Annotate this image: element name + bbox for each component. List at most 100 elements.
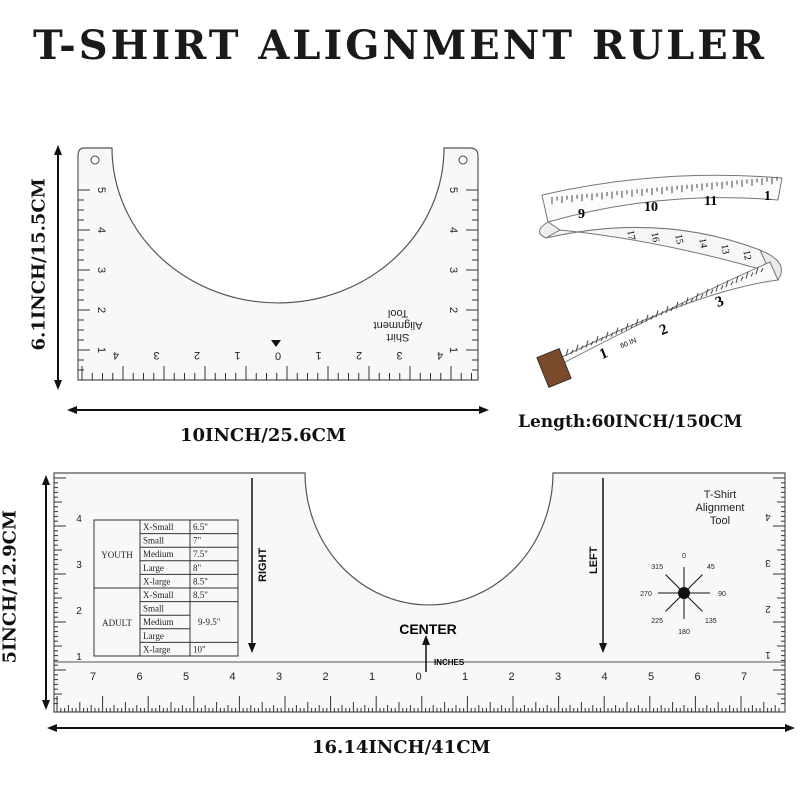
large-bottom-number: 4 — [229, 671, 235, 683]
youth-value-5: 8.5" — [193, 576, 208, 586]
youth-group-label: YOUTH — [101, 550, 133, 560]
large-left-number: 1 — [76, 652, 82, 663]
tape-tick — [720, 285, 724, 290]
adult-group-label: ADULT — [102, 618, 132, 628]
tape-number-10: 10 — [644, 200, 658, 215]
tape-tick — [635, 318, 639, 327]
small-left-number: 2 — [95, 307, 107, 313]
tape-number-13: 13 — [718, 243, 731, 255]
tape-tick — [745, 271, 749, 279]
youth-size-4: Large — [143, 563, 164, 573]
tape-tick — [655, 310, 659, 318]
tape-tick — [660, 310, 664, 316]
compass-angle-label: 270 — [640, 591, 652, 598]
small-ruler-body — [77, 147, 479, 381]
adult-size-3: Medium — [143, 617, 174, 627]
tape-tick — [650, 315, 654, 320]
tape-tick — [570, 349, 574, 355]
adult-size-5: X-large — [143, 644, 170, 654]
youth-value-3: 7.5" — [193, 549, 208, 559]
large-right-number: 3 — [765, 557, 771, 568]
large-bottom-number: 1 — [462, 671, 468, 683]
tape-tick — [615, 327, 619, 335]
small-ruler-center-marker — [271, 340, 281, 347]
adult-value-5: 10" — [193, 644, 206, 654]
tape-tick — [565, 348, 569, 357]
large-ruler-brand: T-Shirt Alignment Tool — [696, 489, 745, 527]
tape-tick — [760, 267, 764, 273]
large-bottom-number: 3 — [555, 671, 561, 683]
large-left-number: 4 — [76, 514, 82, 525]
large-left-number: 2 — [76, 606, 82, 617]
large-bottom-number: 3 — [276, 671, 282, 683]
size-table-text: YOUTH ADULT X-Small 6.5" Small 7" Medium… — [101, 522, 220, 654]
small-brand-line-1: Shirt — [387, 331, 410, 343]
adult-size-1: X-Small — [143, 590, 174, 600]
youth-size-2: Small — [143, 536, 165, 546]
tape-tick — [575, 344, 579, 352]
tape-number-17: 17 — [624, 229, 637, 241]
compass-angle-label: 180 — [678, 629, 690, 636]
tape-tick — [685, 297, 689, 305]
tape-number-11: 11 — [704, 194, 717, 209]
tape-tick — [595, 335, 599, 344]
small-bottom-number: 3 — [153, 349, 159, 361]
measuring-tape: 9 10 11 1 17 16 15 14 13 12 1 2 3 60 IN — [536, 174, 783, 388]
small-right-number: 4 — [447, 227, 459, 233]
tape-number-1-top: 1 — [764, 189, 771, 204]
small-left-number: 5 — [95, 187, 107, 193]
small-bottom-number: 1 — [315, 349, 321, 361]
small-bottom-number: 2 — [194, 349, 200, 361]
tape-tick — [695, 292, 699, 301]
adult-size-4: Large — [143, 631, 164, 641]
tape-tick — [590, 341, 594, 346]
tape-length-label: Length:60INCH/150CM — [518, 412, 743, 432]
compass-angle-label: 0 — [682, 553, 686, 560]
large-bottom-number: 2 — [322, 671, 328, 683]
large-bottom-number: 7 — [90, 671, 96, 683]
compass-angle-label: 225 — [651, 618, 663, 625]
small-ruler-width-label: 10INCH/25.6CM — [180, 425, 346, 446]
tape-tick — [730, 280, 734, 286]
small-ruler-hole-left — [90, 155, 100, 165]
tape-tick — [705, 288, 709, 296]
center-label: CENTER — [399, 621, 457, 637]
large-bottom-number: 0 — [415, 671, 421, 683]
tape-tick — [645, 314, 649, 322]
tape-tick — [710, 289, 714, 294]
large-right-number: 4 — [765, 511, 771, 522]
youth-size-3: Medium — [143, 549, 174, 559]
small-right-number: 3 — [447, 267, 459, 273]
large-right-number: 1 — [765, 649, 771, 660]
tape-number-12: 12 — [740, 249, 753, 261]
youth-size-1: X-Small — [143, 522, 174, 532]
small-bottom-number: 3 — [396, 349, 402, 361]
tape-tick — [715, 284, 719, 292]
large-bottom-number: 2 — [508, 671, 514, 683]
tape-tick — [740, 276, 744, 281]
large-ruler-ticks — [54, 477, 785, 712]
small-bottom-number: 1 — [234, 349, 240, 361]
small-ruler-hole-right — [458, 155, 468, 165]
large-bottom-number: 5 — [183, 671, 189, 683]
tape-tick — [665, 305, 669, 314]
small-bottom-number: 2 — [356, 349, 362, 361]
compass-angle-label: 45 — [707, 564, 715, 571]
size-table — [93, 519, 239, 657]
tape-tick — [690, 298, 694, 303]
youth-size-5: X-large — [143, 576, 170, 586]
large-bottom-number: 4 — [601, 671, 607, 683]
youth-value-4: 8" — [193, 563, 202, 573]
page-title: T-SHIRT ALIGNMENT RULER — [33, 22, 767, 69]
compass-center-dot — [678, 587, 690, 599]
tape-number-2: 2 — [657, 321, 670, 339]
tape-tick — [670, 306, 674, 312]
small-ruler-brand: Shirt Alignment Tool — [374, 307, 423, 343]
youth-value-1: 6.5" — [193, 522, 208, 532]
tape-number-3: 3 — [713, 293, 726, 311]
small-left-number: 3 — [95, 267, 107, 273]
compass-angle-label: 135 — [705, 618, 717, 625]
